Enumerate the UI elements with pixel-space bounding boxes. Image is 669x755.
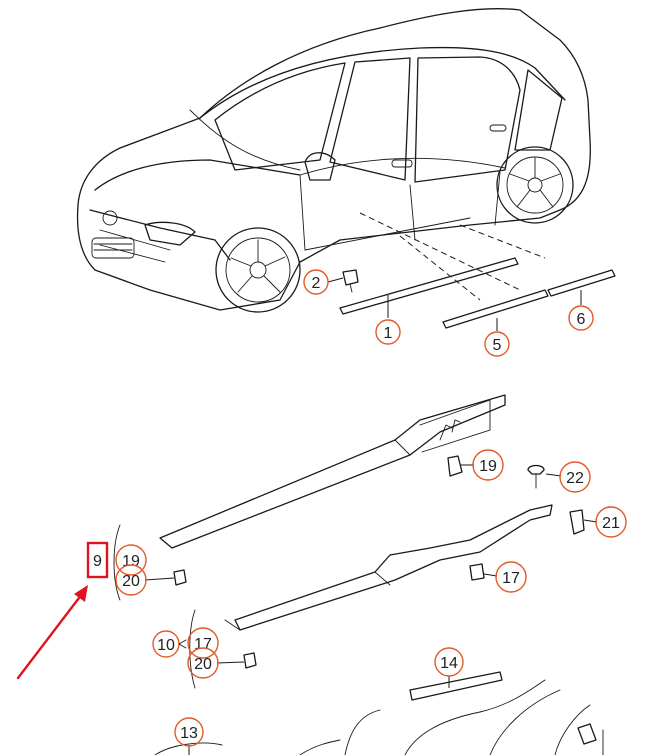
callout-20-left: 20 [115, 564, 147, 596]
trim-strip-icon [339, 257, 616, 329]
svg-text:20: 20 [122, 573, 140, 590]
svg-text:1: 1 [384, 325, 393, 342]
svg-text:22: 22 [566, 470, 584, 487]
sill-panel-icon [113, 394, 506, 601]
arrow-icon [16, 585, 88, 680]
clip-icon [342, 269, 359, 293]
callout-1: 1 [375, 319, 401, 345]
callout-17-right: 17 [495, 561, 527, 593]
callout-10: 10 [152, 630, 180, 658]
svg-text:19: 19 [479, 458, 497, 475]
bracket-mark [178, 639, 187, 649]
callout-19-left: 19 [115, 544, 147, 576]
car-icon [76, 8, 591, 313]
svg-text:9: 9 [93, 553, 102, 570]
svg-text:17: 17 [502, 570, 520, 587]
sill-panel-icon [189, 504, 553, 689]
leader-lines [144, 277, 598, 755]
callout-20-bottom: 20 [187, 647, 219, 679]
callout-6: 6 [568, 305, 594, 331]
clip-icon [173, 455, 585, 669]
svg-text:6: 6 [577, 311, 586, 328]
callout-2: 2 [303, 269, 329, 295]
callout-9-box: 9 [86, 541, 109, 579]
svg-text:21: 21 [602, 515, 620, 532]
svg-text:5: 5 [493, 337, 502, 354]
callout-21: 21 [595, 506, 627, 538]
projection-lines [359, 212, 546, 301]
callout-19-top: 19 [472, 449, 504, 481]
svg-text:2: 2 [312, 275, 321, 292]
svg-text:20: 20 [194, 656, 212, 673]
callout-5: 5 [484, 331, 510, 357]
callout-22: 22 [559, 461, 591, 493]
svg-text:13: 13 [180, 725, 198, 742]
callout-14: 14 [434, 647, 464, 677]
callout-13: 13 [174, 717, 204, 747]
svg-text:14: 14 [440, 655, 458, 672]
sill-panel-icon [154, 671, 604, 755]
callout-17-left: 17 [187, 627, 219, 659]
svg-text:19: 19 [122, 553, 140, 570]
svg-text:17: 17 [194, 636, 212, 653]
svg-text:10: 10 [157, 637, 175, 654]
